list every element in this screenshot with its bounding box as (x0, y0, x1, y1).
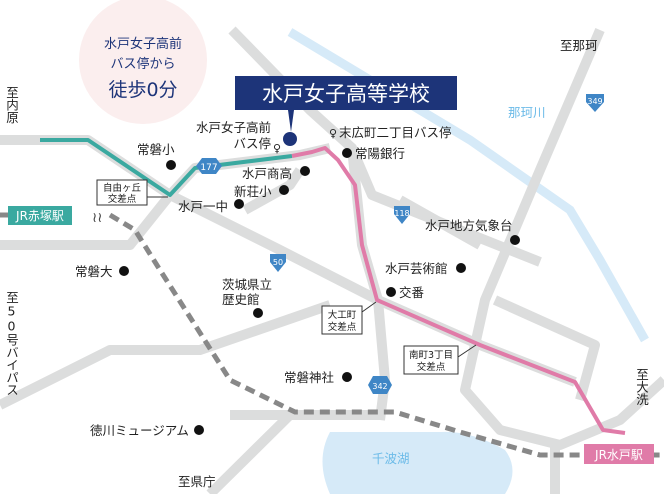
pink-route (291, 146, 626, 435)
route-50-shield: 50 (270, 254, 286, 272)
promo-line3: 徒歩0分 (108, 79, 177, 101)
landmarks: 常磐小 水戸商高 新荘小 水戸一中 常陽銀行 水戸地方気象台 水戸芸術館 交番 … (75, 142, 520, 438)
direction-kencho: 至県庁 (178, 474, 216, 489)
lake-label: 千波湖 (372, 451, 410, 466)
promo-line2: バス停から (110, 56, 175, 72)
svg-text:50: 50 (273, 258, 283, 267)
direction-nakahara: 至内原 (4, 86, 19, 124)
svg-text:349: 349 (587, 97, 602, 106)
promo-line1: 水戸女子高前 (104, 36, 182, 52)
landmark-tokiwa-dai: 常磐大 (75, 264, 113, 279)
route-118-shield: 118 (394, 206, 410, 224)
direction-naka: 至那珂 (560, 38, 598, 53)
svg-text:交差点: 交差点 (417, 361, 446, 373)
minami3-intersection: 南町3丁目 交差点 (403, 344, 477, 375)
school-marker (283, 132, 297, 146)
school-name: 水戸女子高等学校 (262, 82, 430, 106)
svg-text:大工町: 大工町 (328, 309, 357, 321)
suehiro-bus-stop-label: 末広町二丁目バス停 (339, 125, 452, 140)
landmark-history-museum-1: 茨城県立 (222, 277, 272, 292)
landmark-mito-ichichu: 水戸一中 (178, 199, 228, 214)
railway-line-main (108, 212, 664, 458)
jiyugaoka-intersection: 自由ヶ丘 交差点 (96, 179, 168, 206)
school-banner (235, 76, 457, 110)
route-342-shield: 342 (368, 376, 392, 394)
landmark-tokiwa-sho: 常磐小 (137, 142, 175, 157)
landmark-tokugawa: 徳川ミュージアム (90, 423, 189, 438)
svg-text:交差点: 交差点 (108, 193, 137, 205)
akatsuka-station-box (8, 206, 72, 225)
svg-text:自由ヶ丘: 自由ヶ丘 (103, 182, 142, 194)
direction-bypass50: 至50号バイパス (4, 291, 19, 396)
landmark-mito-shoko: 水戸商高 (242, 166, 292, 181)
landmark-history-museum-2: 歴史館 (222, 292, 260, 307)
akatsuka-station-label: JR赤塚駅 (15, 209, 64, 223)
landmark-joyo-bank: 常陽銀行 (355, 146, 405, 161)
svg-text:177: 177 (200, 163, 217, 173)
bus-stop-icon: ♀ (329, 127, 337, 140)
svg-text:交差点: 交差点 (328, 321, 357, 333)
landmark-tokiwa-shrine: 常磐神社 (284, 370, 334, 385)
daiku-intersection: 大工町 交差点 (321, 301, 377, 335)
mito-station-box (584, 444, 654, 464)
school-bus-stop-label: 水戸女子高前バス停 (195, 120, 271, 151)
landmark-art: 水戸芸術館 (385, 261, 448, 276)
bus-stop-icon: ♀ (273, 142, 281, 155)
landmark-koban: 交番 (399, 285, 425, 300)
svg-text:118: 118 (394, 209, 409, 218)
route-349-shield: 349 (586, 94, 604, 112)
mito-station-label: JR水戸駅 (594, 448, 643, 462)
route-177-shield: 177 (196, 158, 222, 174)
promo-circle (79, 0, 207, 124)
teal-route (40, 138, 293, 197)
river-label: 那珂川 (508, 105, 546, 120)
senba-lake (322, 431, 513, 494)
landmark-shinso-sho: 新荘小 (234, 184, 272, 199)
svg-text:342: 342 (372, 382, 387, 391)
direction-oarai: 至大洗 (634, 368, 649, 406)
svg-text:南町3丁目: 南町3丁目 (409, 349, 453, 361)
rail-break-icon: ≀≀ (92, 210, 103, 226)
landmark-weather: 水戸地方気象台 (425, 218, 513, 233)
